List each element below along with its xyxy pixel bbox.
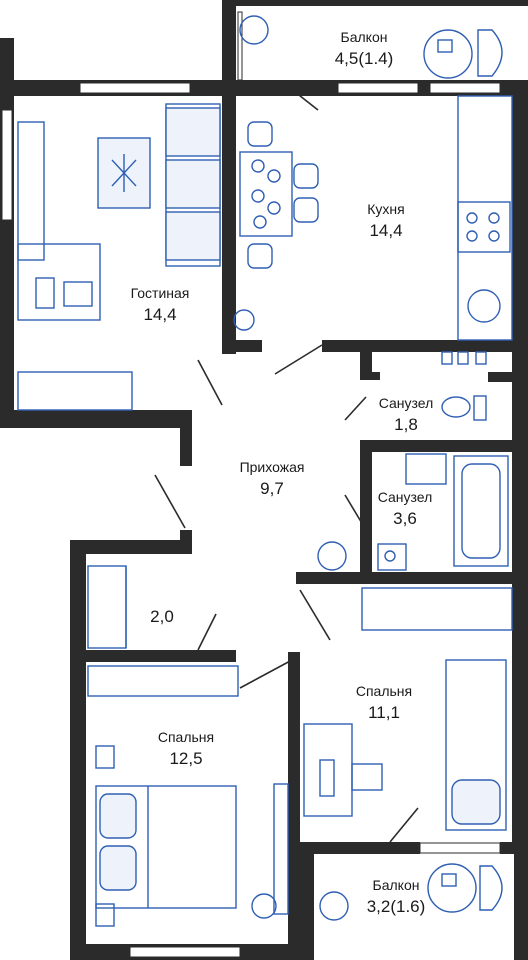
large-bathroom-area: 3,6 [393,509,417,528]
large-bathroom-label: Санузел [378,489,433,505]
kitchen-label: Кухня [367,201,404,217]
living-room-label: Гостиная [131,285,190,301]
balcony-top-area: 4,5(1.4) [335,49,394,68]
bedroom-left-label: Спальня [158,729,214,745]
room-labels: Балкон 4,5(1.4) Кухня 14,4 Гостиная 14,4… [131,29,434,916]
bedroom-right-area: 11,1 [368,703,400,722]
bedroom-right-label: Спальня [356,683,412,699]
windows [1,11,501,958]
small-bathroom-label: Санузел [379,395,434,411]
closet-area: 2,0 [150,607,174,626]
hallway-label: Прихожая [240,459,305,475]
living-room-area: 14,4 [143,305,176,324]
kitchen-area: 14,4 [369,221,402,240]
balcony-bottom-area: 3,2(1.6) [367,897,426,916]
bedroom-left-area: 12,5 [169,749,202,768]
hallway-area: 9,7 [260,479,284,498]
balcony-bottom-label: Балкон [373,877,420,893]
doors [154,87,419,843]
small-bathroom-area: 1,8 [394,415,418,434]
furniture [17,15,513,927]
balcony-top-label: Балкон [341,29,388,45]
